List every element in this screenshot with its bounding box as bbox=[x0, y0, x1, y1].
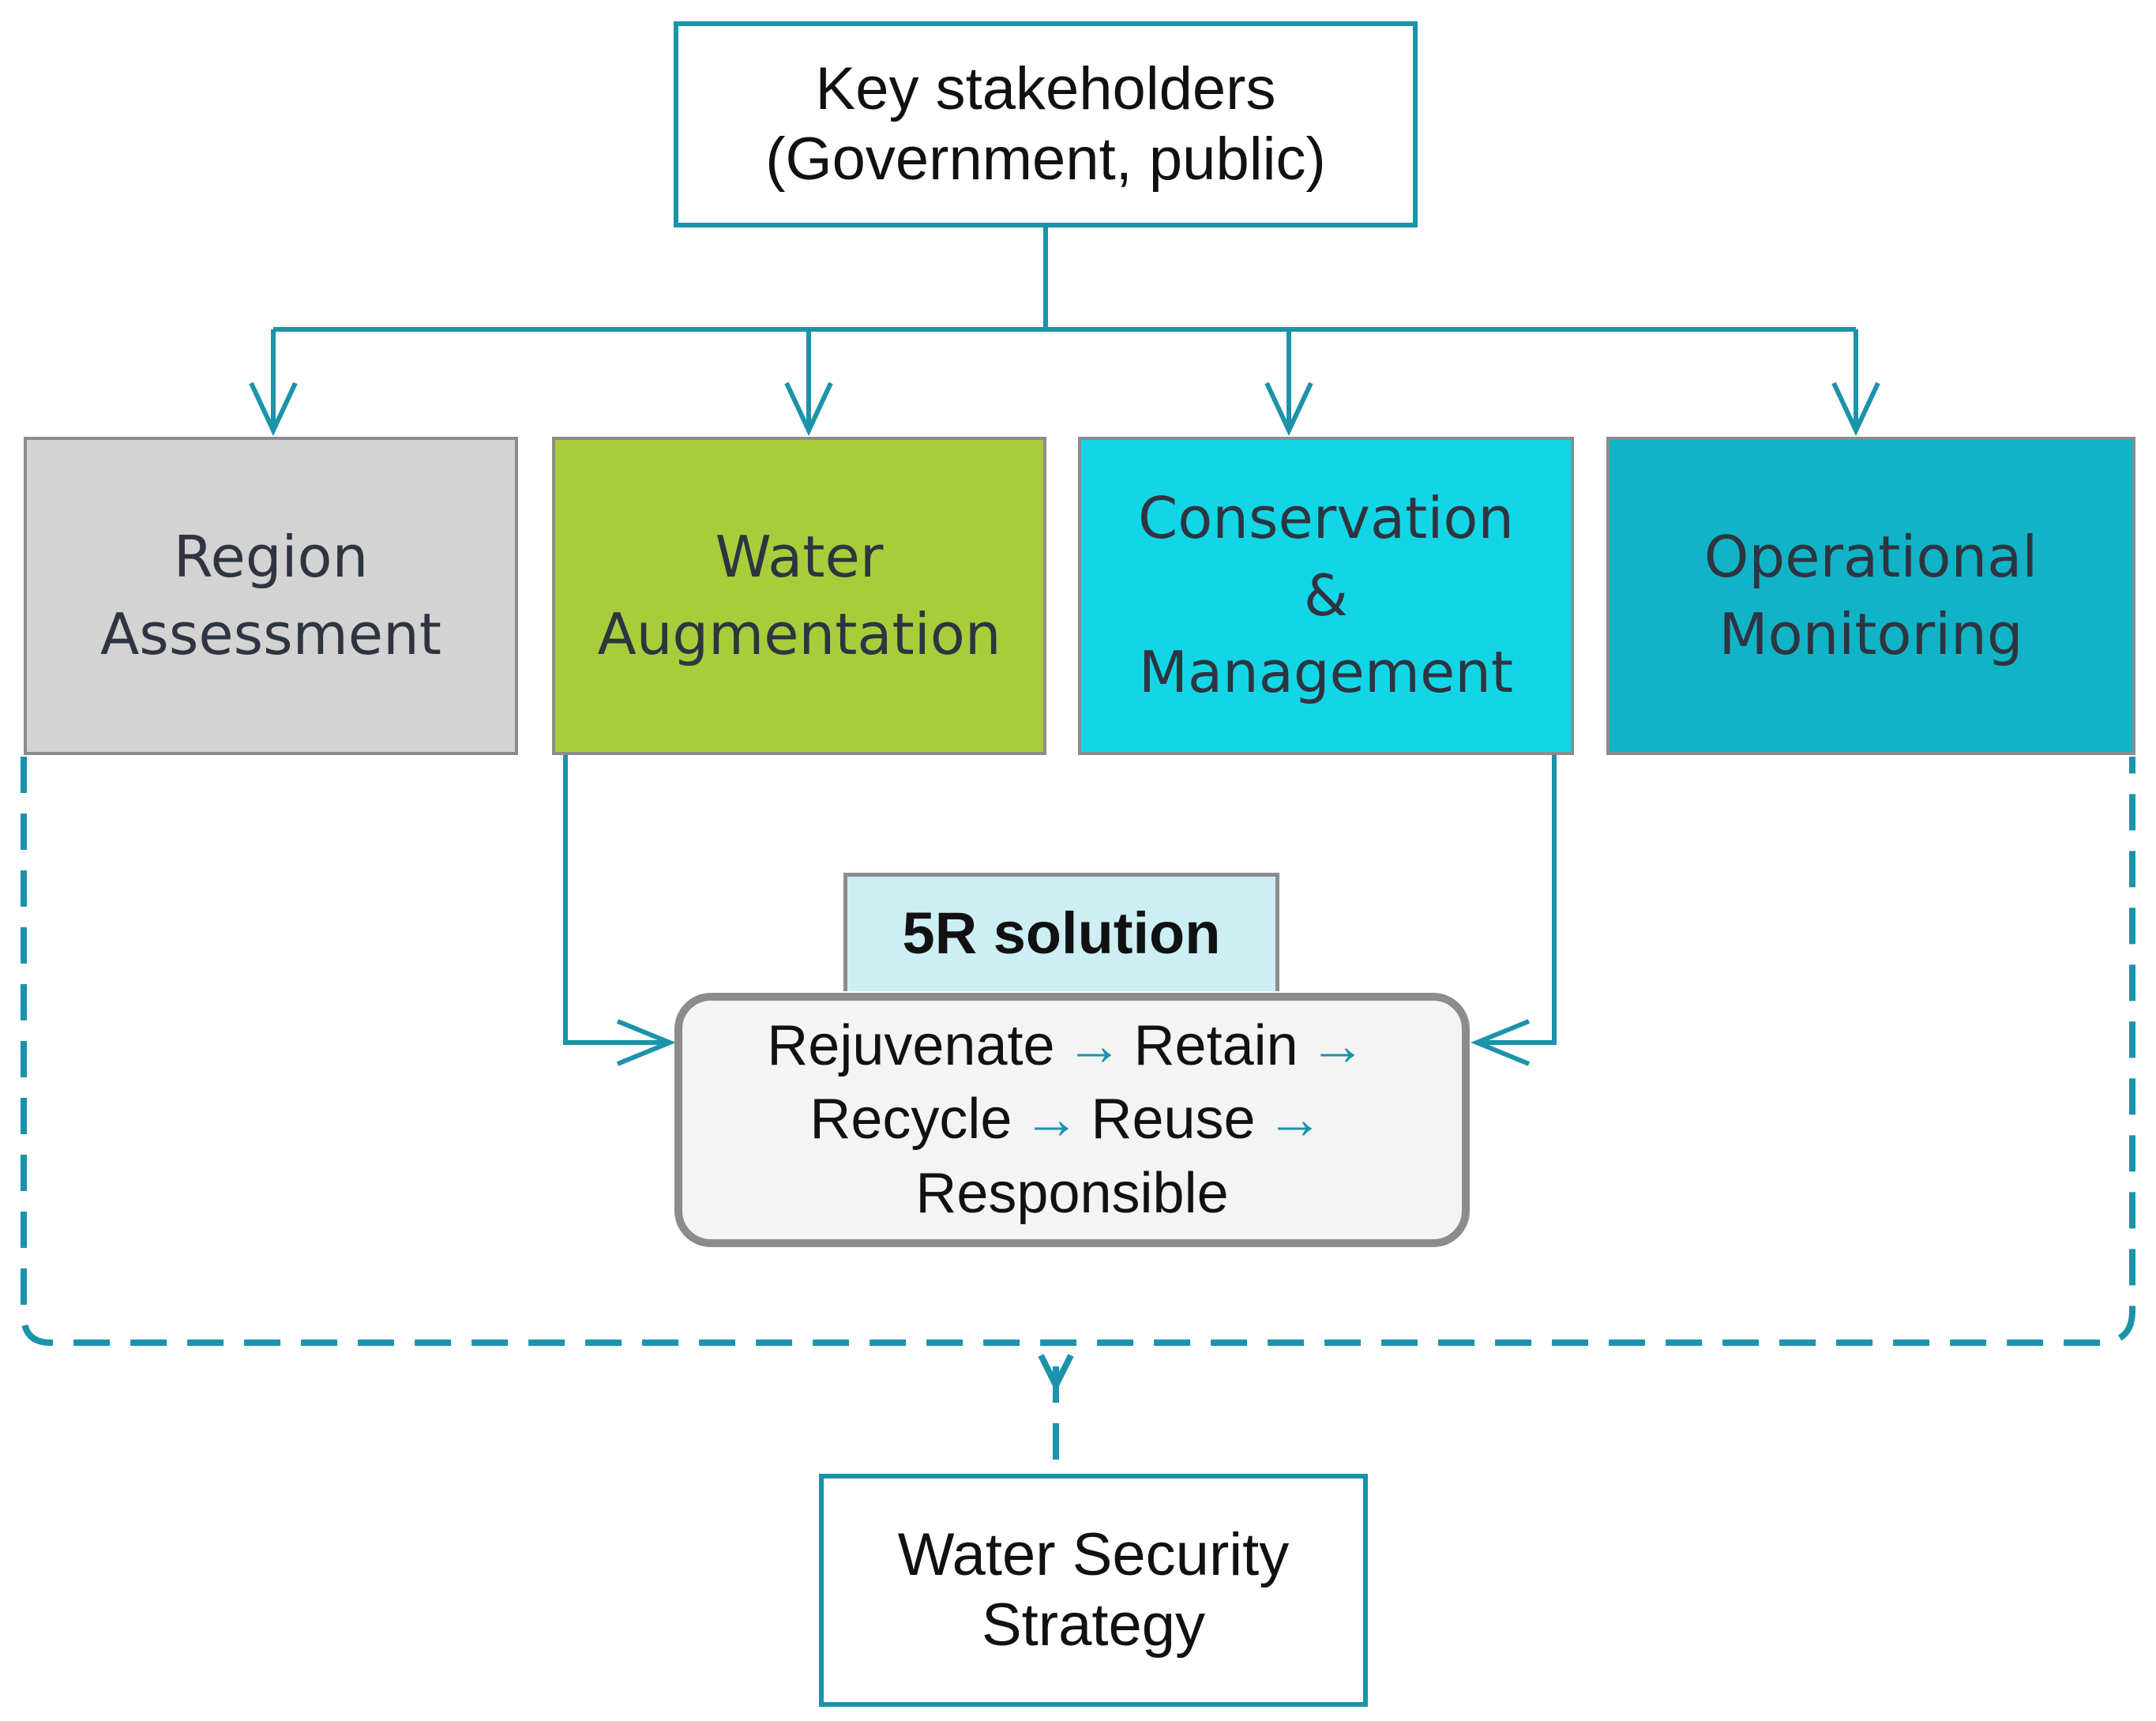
step-responsible: Responsible bbox=[915, 1161, 1229, 1225]
operational-monitoring-box: Operational Monitoring bbox=[1606, 437, 2135, 755]
strategy-line2: Strategy bbox=[981, 1591, 1206, 1659]
feedback-dashed-loop bbox=[21, 757, 2135, 1346]
conservation-line3: Management bbox=[1138, 639, 1514, 706]
stakeholders-box: Key stakeholders (Government, public) bbox=[674, 21, 1418, 227]
stakeholders-line2: (Government, public) bbox=[765, 125, 1326, 193]
conservation-line2: & bbox=[1303, 562, 1349, 629]
stakeholders-line1: Key stakeholders bbox=[815, 54, 1276, 122]
arrowhead-water-aug bbox=[784, 381, 833, 437]
step-recycle: Recycle bbox=[809, 1088, 1012, 1152]
5r-solution-title: 5R solution bbox=[902, 900, 1221, 967]
water-aug-line1: Water bbox=[715, 523, 884, 590]
arrowhead-conservation bbox=[1264, 381, 1313, 437]
link-conservation-to-5r bbox=[1478, 755, 1557, 1045]
dashed-chevron bbox=[1038, 1354, 1074, 1392]
right-arrow-icon: → bbox=[1309, 1013, 1366, 1077]
steps-line-1: Rejuvenate→Retain→ bbox=[767, 1009, 1377, 1084]
conservation-management-box: Conservation & Management bbox=[1078, 437, 1574, 755]
steps-line-2: Recycle→Reuse→ bbox=[809, 1083, 1334, 1157]
5r-solution-label: 5R solution bbox=[843, 873, 1279, 991]
conservation-line1: Conservation bbox=[1137, 484, 1514, 551]
step-rejuvenate: Rejuvenate bbox=[767, 1013, 1055, 1077]
water-aug-line2: Augmentation bbox=[597, 600, 1001, 667]
right-arrow-icon: → bbox=[1065, 1013, 1123, 1077]
steps-line-3: Responsible bbox=[915, 1157, 1228, 1231]
region-line1: Region bbox=[173, 523, 369, 590]
right-arrow-icon: → bbox=[1266, 1088, 1324, 1152]
operational-line1: Operational bbox=[1703, 523, 2038, 590]
arrowhead-region bbox=[249, 381, 298, 437]
strategy-line1: Water Security bbox=[897, 1520, 1290, 1588]
step-retain: Retain bbox=[1133, 1013, 1298, 1077]
5r-solution-steps-box: Rejuvenate→Retain→ Recycle→Reuse→ Respon… bbox=[674, 993, 1470, 1247]
water-security-strategy-box: Water Security Strategy bbox=[819, 1474, 1368, 1707]
region-line2: Assessment bbox=[100, 600, 441, 667]
region-assessment-box: Region Assessment bbox=[24, 437, 518, 755]
water-augmentation-box: Water Augmentation bbox=[552, 437, 1046, 755]
arrowhead-operational bbox=[1831, 381, 1880, 437]
link-water-aug-to-5r bbox=[563, 755, 667, 1045]
operational-line2: Monitoring bbox=[1718, 600, 2023, 667]
arrowhead-5r-right bbox=[1471, 1019, 1531, 1066]
right-arrow-icon: → bbox=[1023, 1088, 1080, 1152]
arrowhead-5r-left bbox=[616, 1019, 676, 1066]
step-reuse: Reuse bbox=[1091, 1088, 1256, 1152]
